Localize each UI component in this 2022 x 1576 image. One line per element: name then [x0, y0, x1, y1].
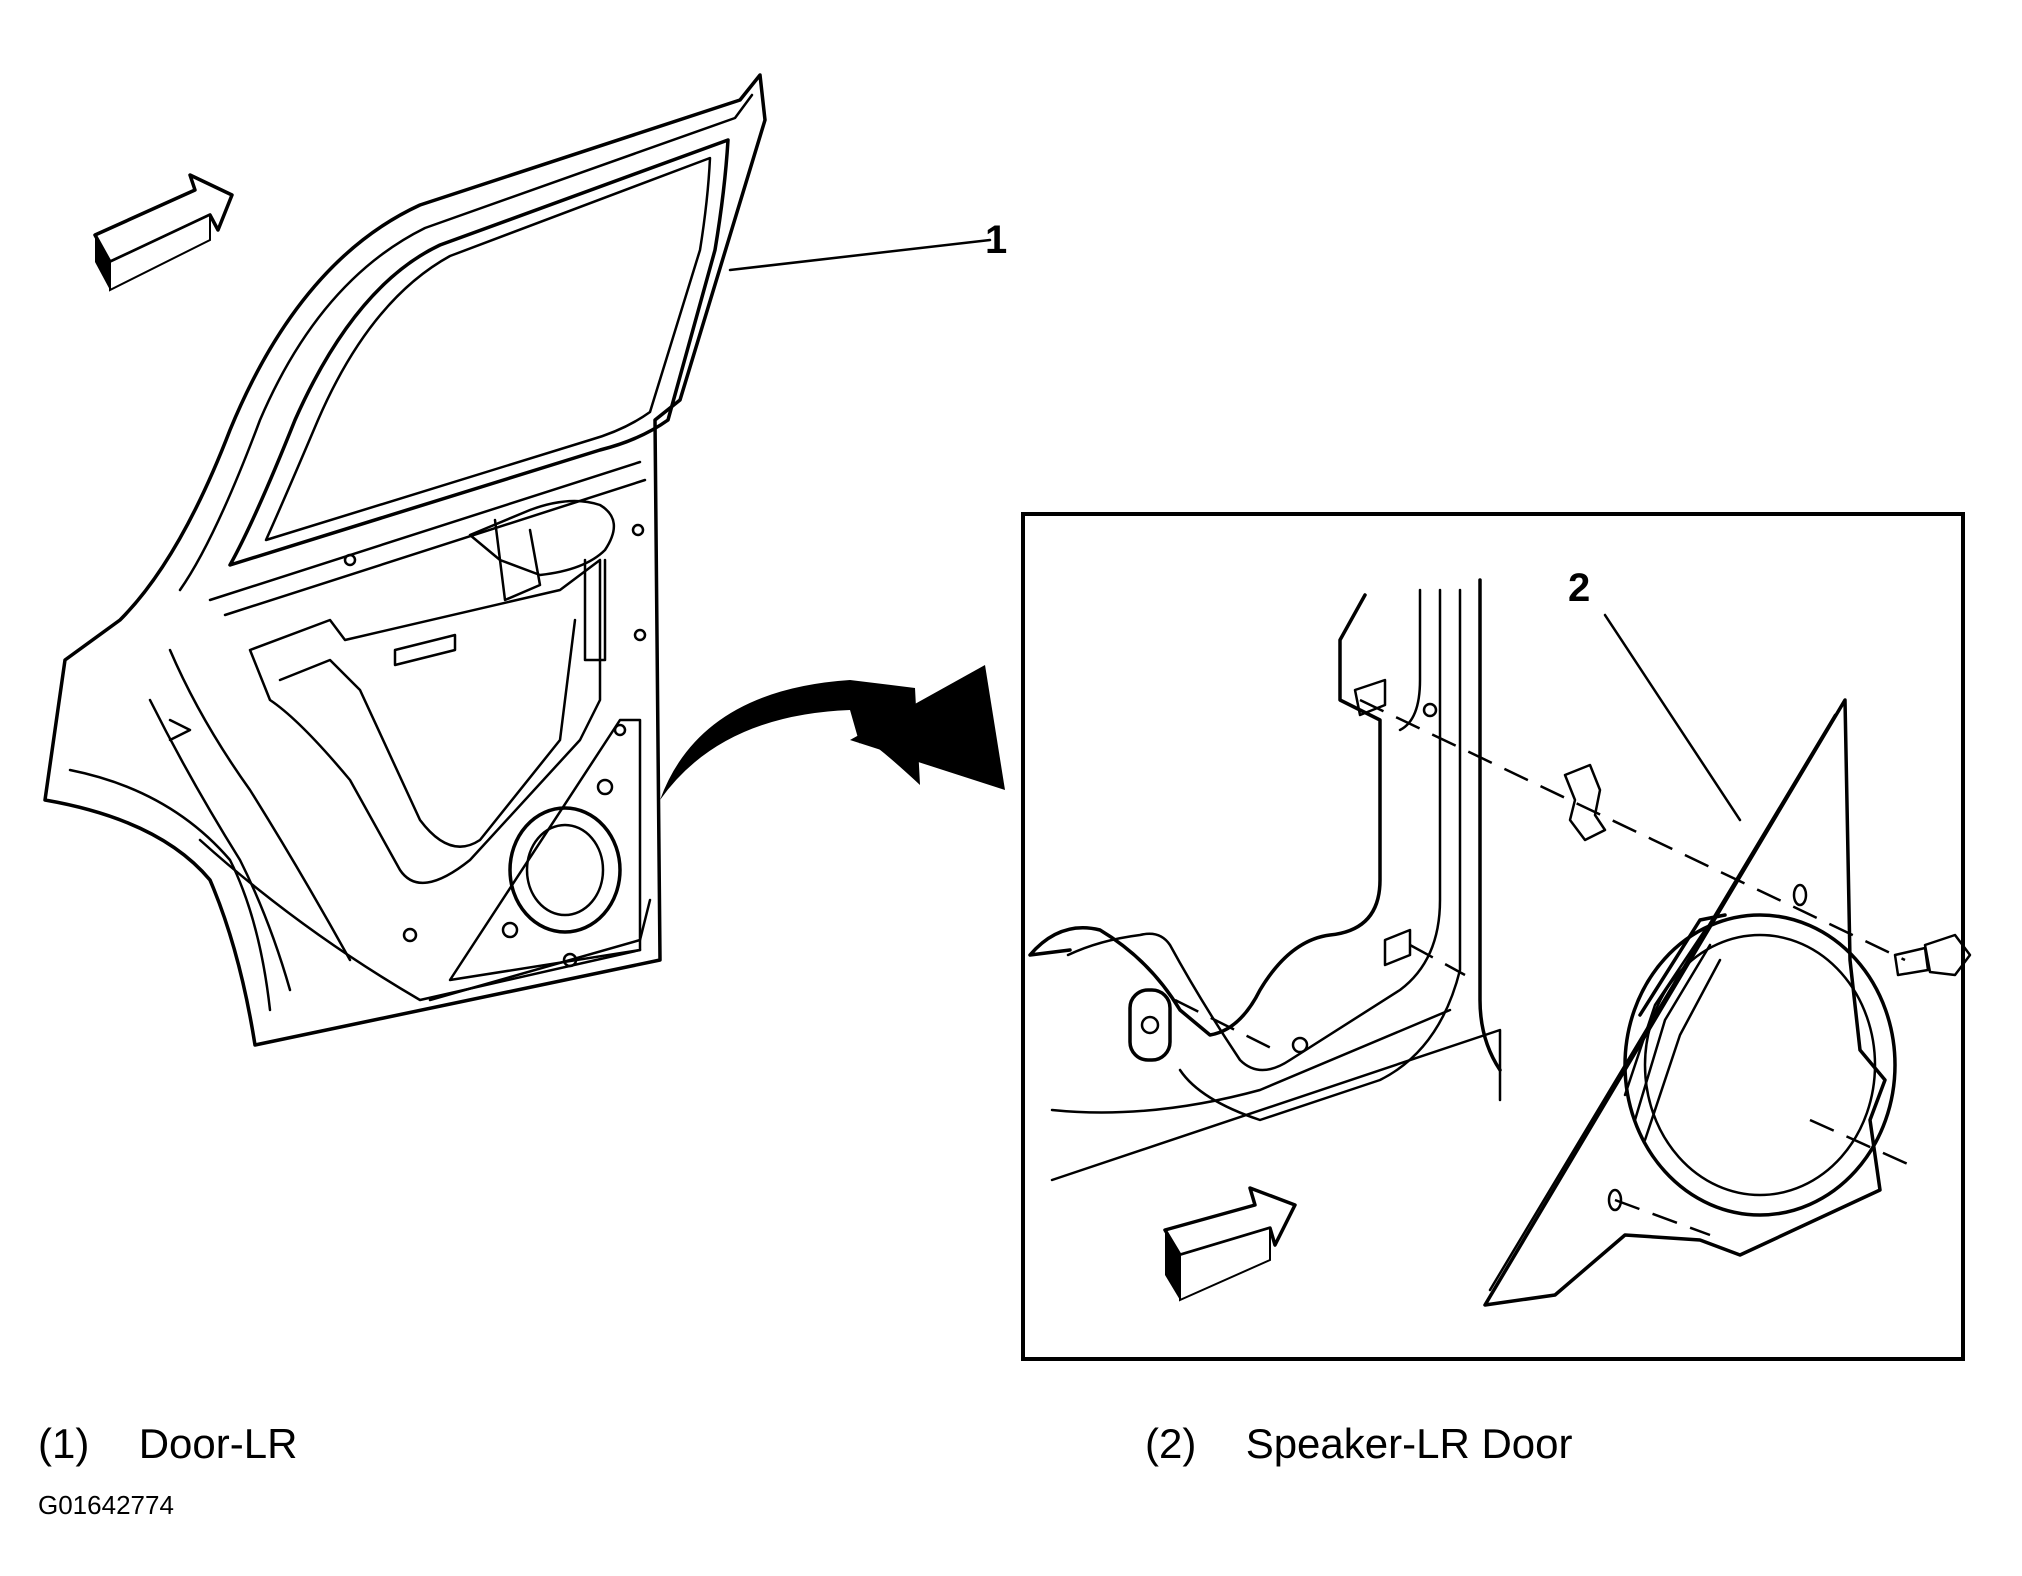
assembly-line-left: [1174, 998, 1276, 1052]
speaker-lr-door: [1623, 913, 1897, 1217]
callout-1: 1: [985, 218, 1008, 262]
figure-id: G01642774: [38, 1490, 174, 1520]
assembly-line-low: [1614, 1198, 1711, 1237]
legend-text: Door-LR: [138, 1420, 298, 1467]
detail-inset-frame: [1021, 512, 1965, 1361]
legend-text: Speaker-LR Door: [1245, 1420, 1573, 1467]
forward-arrow-icon: [93, 173, 234, 292]
assembly-line-mid: [1409, 943, 1466, 977]
callout-2: 2: [1568, 566, 1591, 610]
curved-arrow-icon: [660, 665, 1005, 800]
forward-arrow-icon: [1163, 1186, 1297, 1302]
legend-number: (2): [1145, 1420, 1197, 1467]
legend-item-2: (2) Speaker-LR Door: [1145, 1420, 1573, 1468]
assembly-line-right: [1809, 1118, 1911, 1167]
speaker-detail-illustration: [1028, 578, 1972, 1307]
legend-number: (1): [38, 1420, 90, 1467]
door-lr-illustration: [43, 73, 767, 1047]
bolt: [1893, 933, 1972, 977]
legend-item-1: (1) Door-LR: [38, 1420, 297, 1468]
callout-2-leader: [1603, 613, 1742, 822]
assembly-line-top: [1359, 698, 1906, 962]
callout-1-leader: [728, 238, 992, 272]
